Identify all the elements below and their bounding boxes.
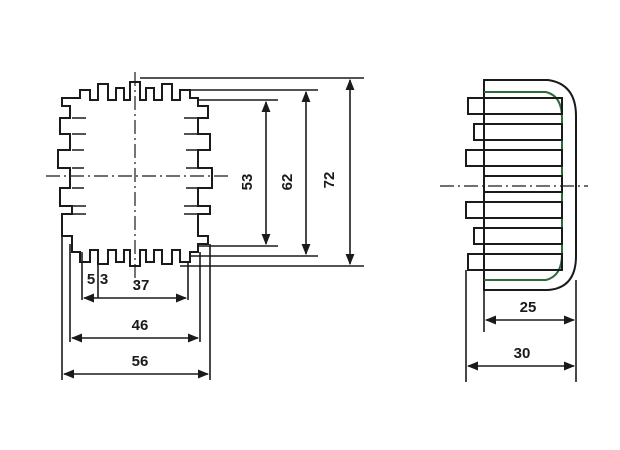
- side-backplate-outer: [483, 79, 577, 291]
- dim-label-30: 30: [514, 345, 531, 362]
- dim-label-62: 62: [279, 174, 296, 191]
- left-fin-slots: [72, 117, 86, 215]
- dim-label-56: 56: [132, 353, 149, 370]
- front-view: 53 62 72 5 3 37 46 56: [46, 72, 364, 380]
- dim-label-46: 46: [132, 317, 149, 334]
- heatsink-profile: [57, 81, 213, 267]
- dim-label-5: 5: [87, 271, 95, 288]
- dim-label-37: 37: [133, 277, 150, 294]
- side-fins: [465, 97, 563, 271]
- dim-label-53: 53: [239, 174, 256, 191]
- dim-label-72: 72: [321, 172, 338, 189]
- dim-label-25: 25: [520, 299, 537, 316]
- dim-label-3: 3: [100, 271, 108, 288]
- side-view: 25 30: [440, 79, 588, 382]
- right-fin-slots: [184, 117, 198, 215]
